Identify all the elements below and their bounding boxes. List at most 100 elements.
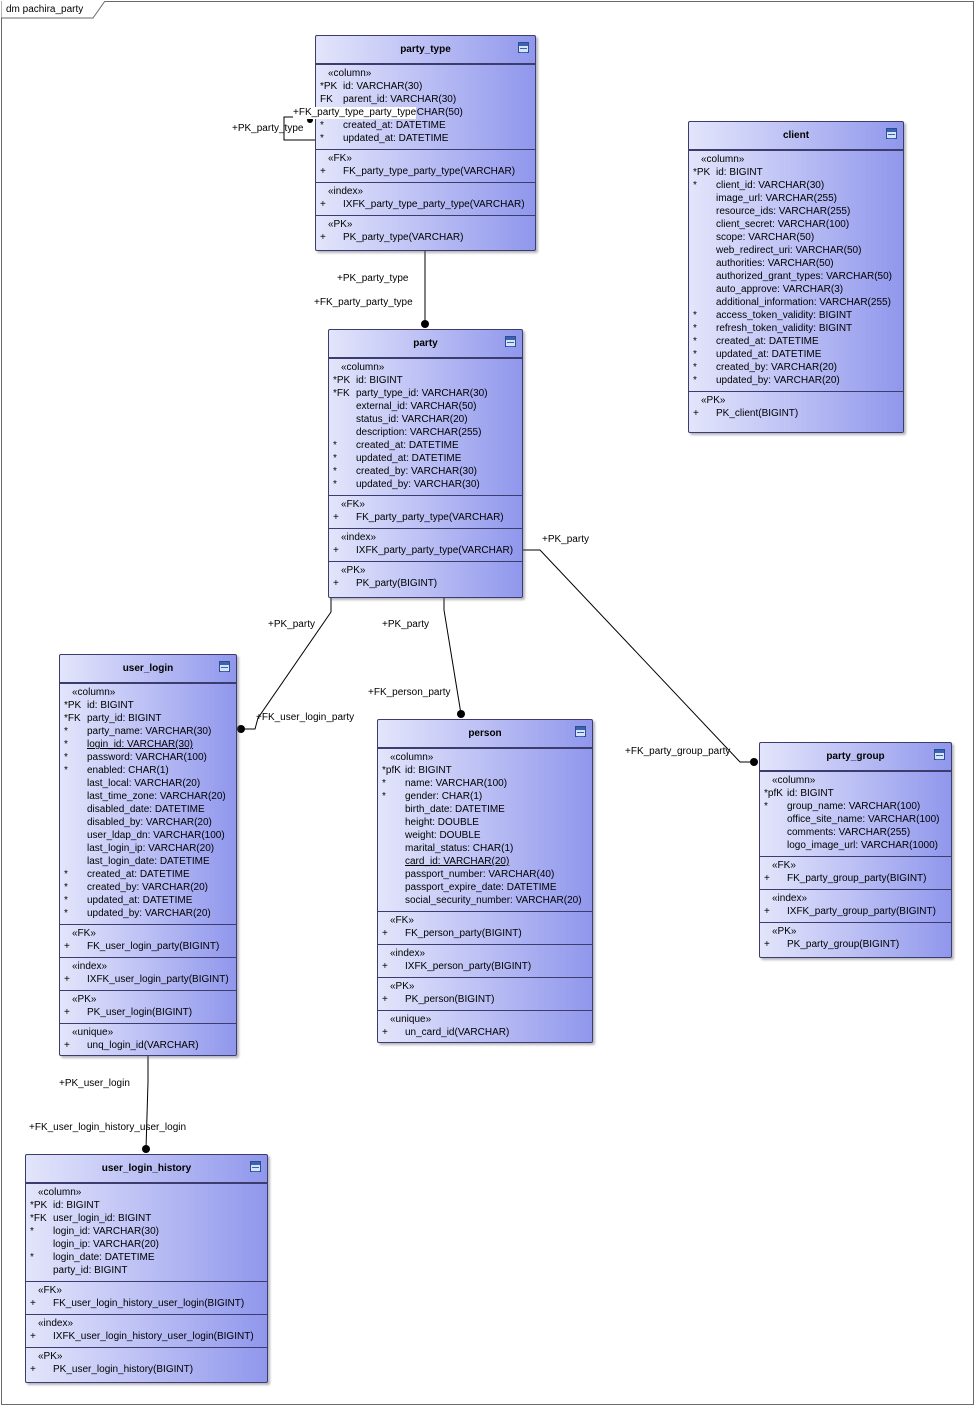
table-icon — [886, 128, 897, 139]
section-stereotype: «column» — [341, 362, 385, 373]
entity-row: +IXFK_person_party(BIGINT) — [378, 960, 592, 973]
section-stereotype: «index» — [38, 1318, 74, 1329]
row-text: id: VARCHAR(30) — [343, 81, 423, 92]
entity-section: «PK»+PK_client(BIGINT) — [689, 391, 903, 424]
section-stereotype: «index» — [341, 532, 377, 543]
entity-row: +FK_party_party_type(VARCHAR) — [329, 511, 522, 524]
row-text: birth_date: DATETIME — [405, 804, 505, 815]
row-marker: * — [64, 739, 68, 750]
row-marker: * — [693, 349, 697, 360]
section-stereotype: «index» — [772, 893, 808, 904]
row-text: external_id: VARCHAR(50) — [356, 401, 477, 412]
row-text: last_login_ip: VARCHAR(20) — [87, 843, 215, 854]
row-marker: * — [64, 908, 68, 919]
entity-row: *name: VARCHAR(100) — [378, 777, 592, 790]
connector-end-dot — [142, 1145, 150, 1153]
row-text: comments: VARCHAR(255) — [787, 827, 911, 838]
connector-end-dot — [750, 758, 758, 766]
entity-title: person — [378, 720, 592, 748]
row-text: IXFK_person_party(BIGINT) — [405, 961, 532, 972]
row-marker: + — [64, 974, 70, 985]
table-icon — [250, 1161, 261, 1172]
row-marker: * — [693, 375, 697, 386]
row-text: party_id: BIGINT — [87, 713, 162, 724]
row-text: IXFK_party_type_party_type(VARCHAR) — [343, 199, 525, 210]
row-marker: *PK — [693, 167, 711, 178]
entity-row: status_id: VARCHAR(20) — [329, 413, 522, 426]
entity-row: +IXFK_user_login_history_user_login(BIGI… — [26, 1330, 267, 1343]
entity-row: *updated_at: DATETIME — [689, 348, 903, 361]
row-marker: + — [693, 408, 699, 419]
entity-row: *created_at: DATETIME — [60, 868, 236, 881]
entity-row: +PK_user_login_history(BIGINT) — [26, 1363, 267, 1376]
row-marker: + — [320, 166, 326, 177]
label-fk-party-type-party-type: +FK_party_type_party_type — [293, 107, 417, 119]
row-marker: * — [64, 726, 68, 737]
row-marker: *PK — [320, 81, 338, 92]
section-stereotype: «unique» — [72, 1027, 114, 1038]
entity-row: last_login_ip: VARCHAR(20) — [60, 842, 236, 855]
row-text: FK_user_login_party(BIGINT) — [87, 941, 220, 952]
entity-row: authorities: VARCHAR(50) — [689, 257, 903, 270]
entity-row: social_security_number: VARCHAR(20) — [378, 894, 592, 907]
row-text: IXFK_party_group_party(BIGINT) — [787, 906, 936, 917]
row-marker: * — [64, 765, 68, 776]
connector-end-dot — [421, 320, 429, 328]
row-marker: * — [693, 336, 697, 347]
connector-user-login-history — [145, 1055, 149, 1150]
entity-row: description: VARCHAR(255) — [329, 426, 522, 439]
label-pk-party-right: +PK_party — [542, 534, 589, 545]
row-marker: * — [693, 323, 697, 334]
entity-row: last_local: VARCHAR(20) — [60, 777, 236, 790]
section-stereotype: «column» — [72, 687, 116, 698]
row-text: disabled_date: DATETIME — [87, 804, 205, 815]
entity-row: +IXFK_party_group_party(BIGINT) — [760, 905, 951, 918]
section-stereotype: «PK» — [390, 981, 415, 992]
row-text: updated_by: VARCHAR(20) — [87, 908, 211, 919]
section-stereotype: «FK» — [390, 915, 414, 926]
row-marker: + — [30, 1298, 36, 1309]
entity-row: *created_by: VARCHAR(30) — [329, 465, 522, 478]
section-stereotype: «PK» — [72, 994, 97, 1005]
section-stereotype: «column» — [38, 1187, 82, 1198]
label-pk-party-type-self: +PK_party_type — [232, 123, 304, 134]
row-text: refresh_token_validity: BIGINT — [716, 323, 853, 334]
row-marker: + — [30, 1364, 36, 1375]
entity-row: *created_by: VARCHAR(20) — [60, 881, 236, 894]
entity-row: card_id: VARCHAR(20) — [378, 855, 592, 868]
entity-row: logo_image_url: VARCHAR(1000) — [760, 839, 951, 852]
row-marker: + — [382, 1027, 388, 1038]
row-text: updated_at: DATETIME — [343, 133, 449, 144]
row-marker: + — [382, 928, 388, 939]
row-text: id: BIGINT — [405, 765, 452, 776]
section-stereotype: «column» — [772, 775, 816, 786]
section-stereotype: «column» — [328, 68, 372, 79]
entity-row: external_id: VARCHAR(50) — [329, 400, 522, 413]
entity-row: +FK_person_party(BIGINT) — [378, 927, 592, 940]
entity-row: comments: VARCHAR(255) — [760, 826, 951, 839]
row-marker: *PK — [333, 375, 351, 386]
row-text: PK_party_type(VARCHAR) — [343, 232, 464, 243]
entity-row: passport_number: VARCHAR(40) — [378, 868, 592, 881]
entity-row: +IXFK_party_party_type(VARCHAR) — [329, 544, 522, 557]
entity-row: * refresh_token_validity: BIGINT — [689, 322, 903, 335]
row-marker: *PK — [30, 1200, 48, 1211]
entity-row: *client_id: VARCHAR(30) — [689, 179, 903, 192]
connector-party-person — [443, 598, 462, 715]
entity-row: *created_at: DATETIME — [316, 119, 535, 132]
entity-row: +PK_party(BIGINT) — [329, 577, 522, 590]
row-text: PK_user_login(BIGINT) — [87, 1007, 193, 1018]
entity-row: login_ip: VARCHAR(20) — [26, 1238, 267, 1251]
row-text: PK_party_group(BIGINT) — [787, 939, 900, 950]
section-stereotype: «column» — [390, 752, 434, 763]
